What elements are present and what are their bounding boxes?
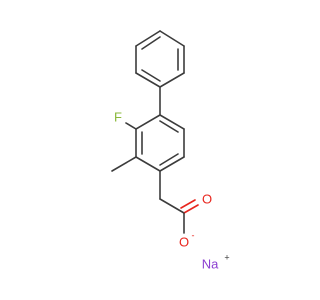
fluorine-label: F bbox=[114, 109, 122, 124]
sodium-label: Na bbox=[202, 256, 219, 271]
phenyl-ring-top bbox=[135, 30, 185, 88]
molecule-structure: F O O - Na + bbox=[111, 30, 230, 271]
bond-ring-1 bbox=[159, 114, 185, 130]
bond-ring-inner-2 bbox=[159, 153, 179, 166]
bond-ring-6 bbox=[135, 114, 161, 130]
bond-phenyl-4 bbox=[159, 72, 185, 88]
oxygen-single-label: O bbox=[179, 234, 189, 249]
oxygen-charge: - bbox=[192, 230, 195, 240]
bond-ring-4 bbox=[135, 156, 161, 172]
sodium-charge: + bbox=[224, 252, 229, 262]
bond-methyl bbox=[111, 156, 137, 172]
bond-c-o-double-a bbox=[183, 204, 199, 214]
bond-phenyl-2 bbox=[159, 30, 185, 47]
bond-c-f bbox=[125, 122, 137, 130]
bond-c-o-double-b bbox=[180, 199, 196, 209]
substituted-ring bbox=[135, 114, 185, 172]
bond-ring-inner-1 bbox=[159, 120, 179, 133]
bond-phenyl-1 bbox=[135, 30, 161, 47]
oxygen-double-label: O bbox=[202, 191, 212, 206]
bond-ring-3 bbox=[159, 156, 185, 172]
bond-ch2-c bbox=[159, 198, 185, 214]
bond-phenyl-5 bbox=[135, 72, 161, 88]
bond-phenyl-inner-1 bbox=[141, 36, 161, 50]
bond-phenyl-inner-3 bbox=[141, 69, 161, 82]
